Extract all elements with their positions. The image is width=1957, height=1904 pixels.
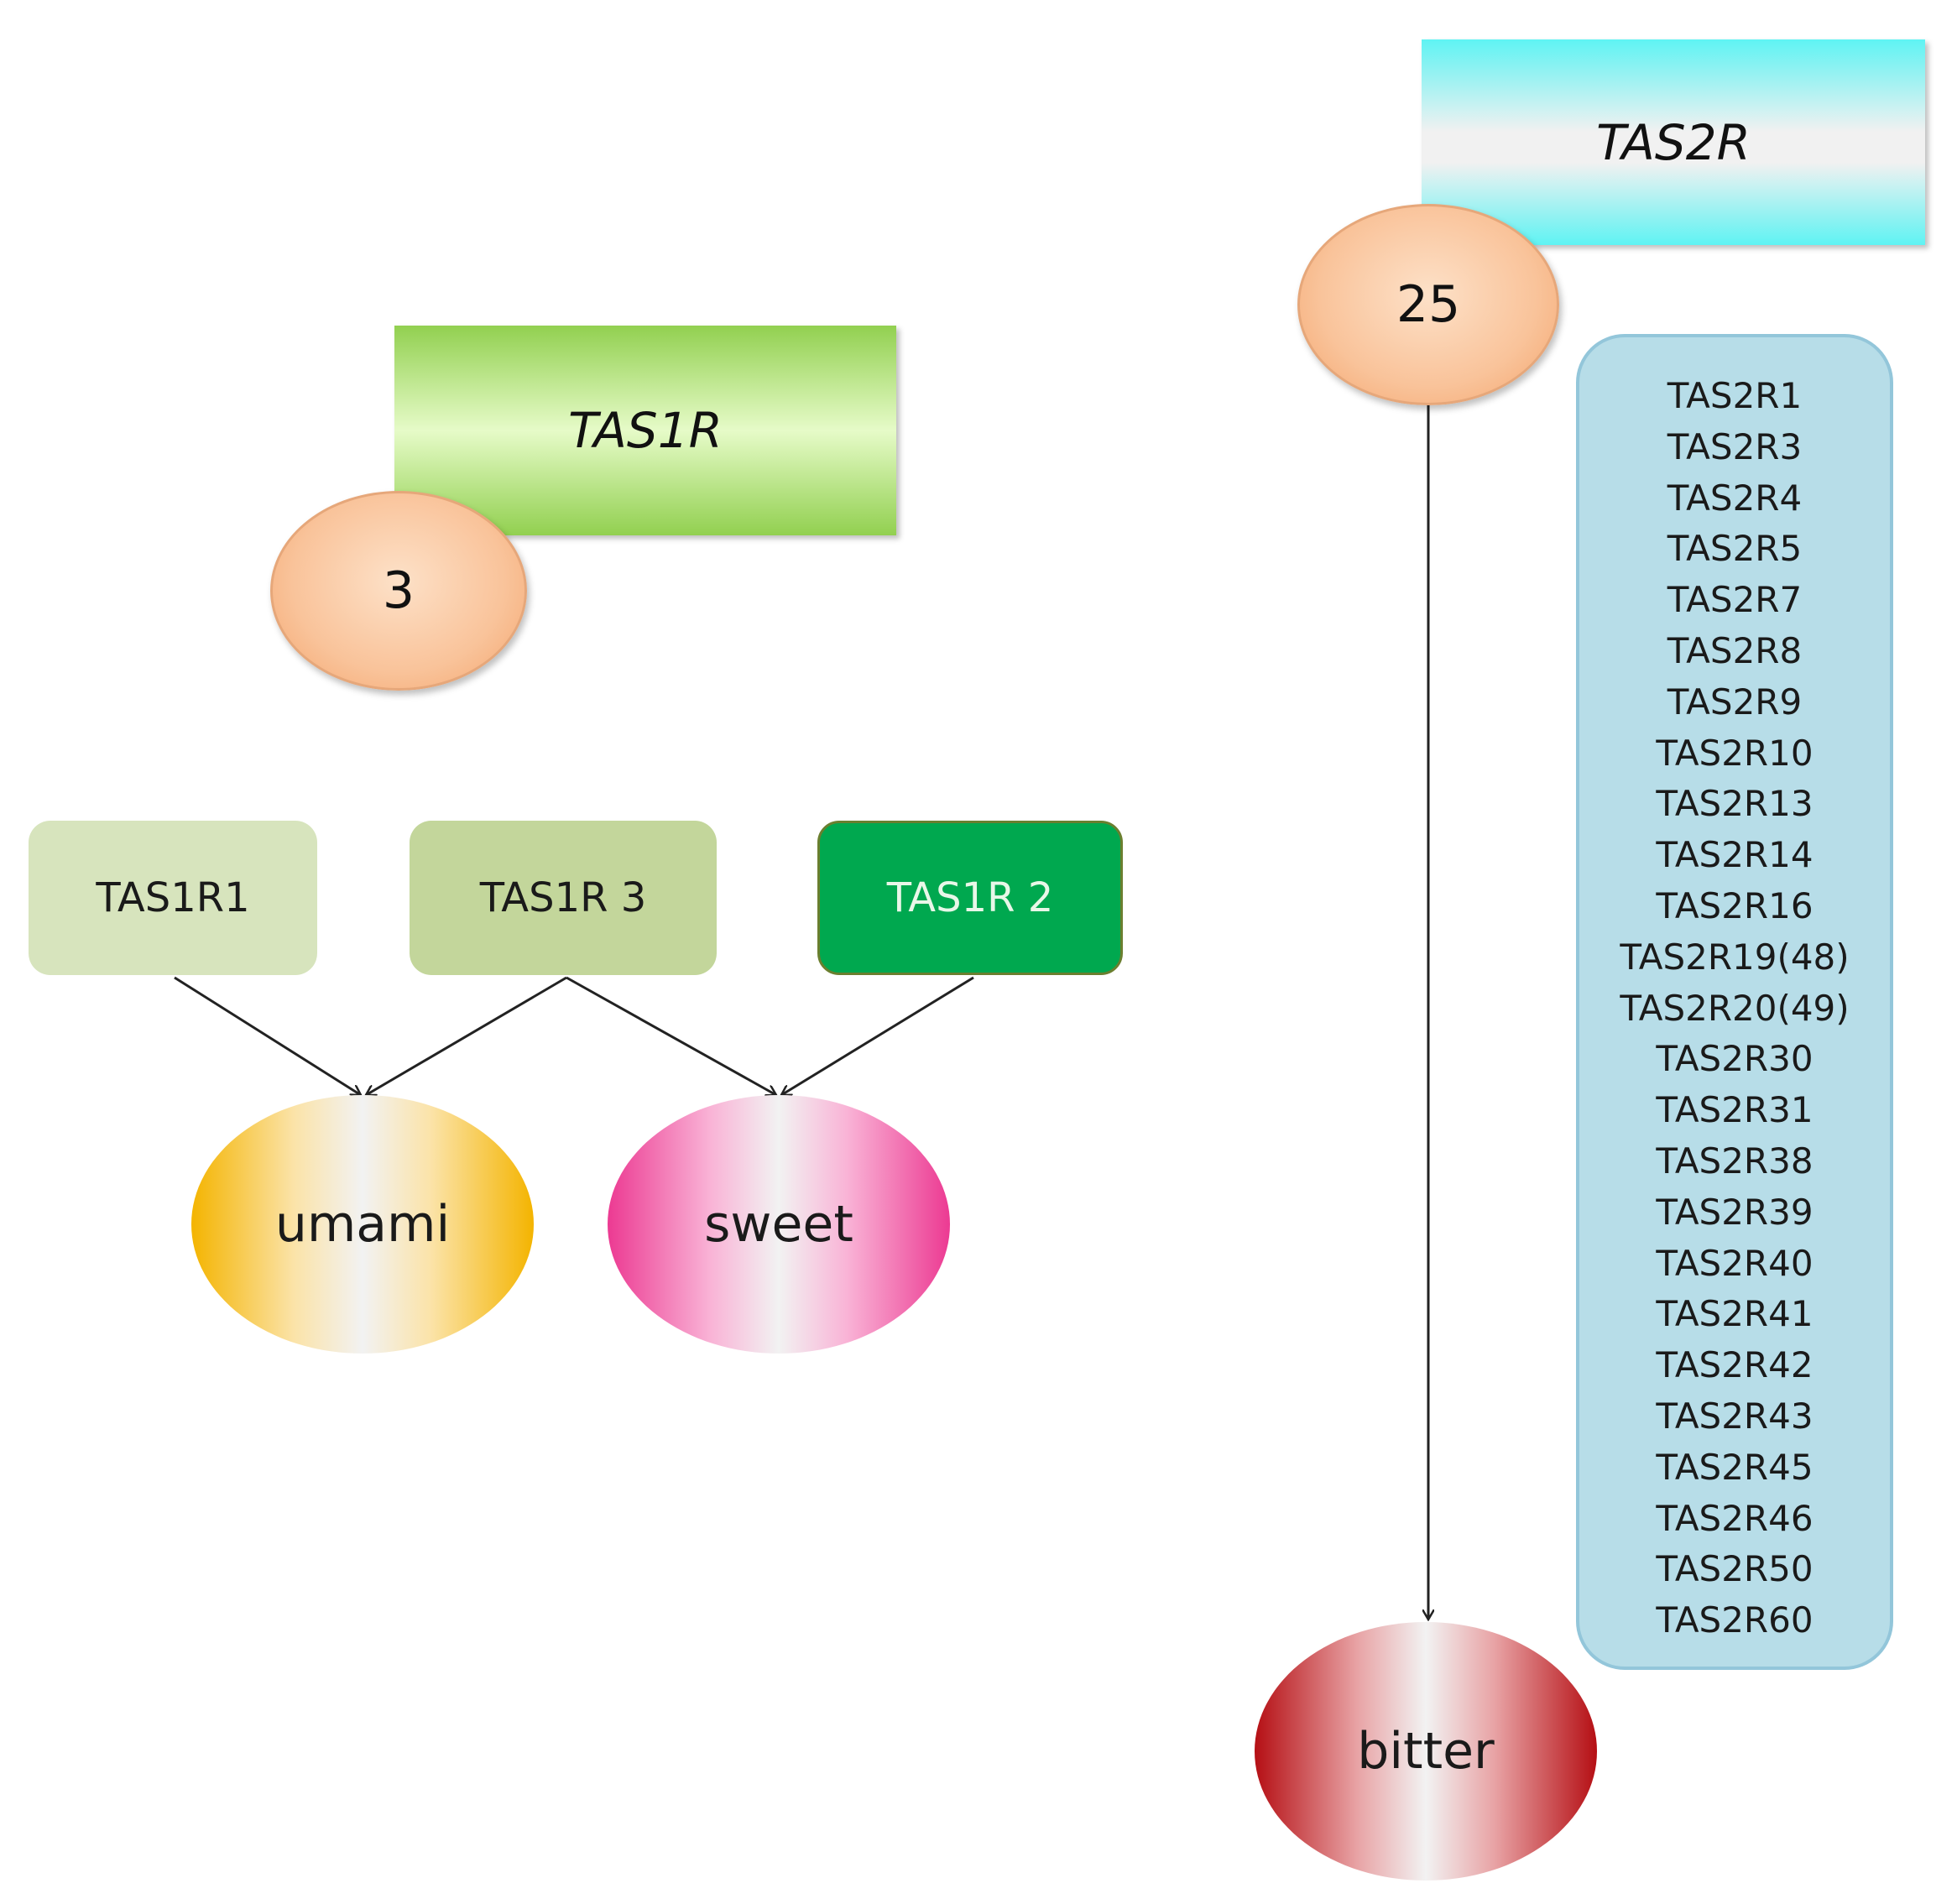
- tas2r-member: TAS2R50: [1656, 1548, 1813, 1590]
- tas2r-member: TAS2R20(49): [1620, 987, 1850, 1029]
- arrow-tas1r2-to-sweet: [781, 976, 974, 1095]
- tas2r-count: 25: [1396, 275, 1461, 334]
- arrow-tas1r1-to-umami: [174, 976, 361, 1095]
- tas2r-member: TAS2R10: [1656, 732, 1813, 774]
- tas2r-member: TAS2R39: [1656, 1191, 1813, 1233]
- tas1r-count: 3: [382, 561, 415, 620]
- tas2r-member: TAS2R60: [1656, 1599, 1813, 1641]
- tas2r-member: TAS2R13: [1656, 783, 1813, 825]
- tas2r-member: TAS2R16: [1656, 884, 1813, 926]
- subunit-tas1r3: TAS1R 3: [410, 821, 717, 975]
- subunit-tas1r2: TAS1R 2: [817, 821, 1123, 975]
- taste-sweet: sweet: [608, 1095, 950, 1354]
- tas1r-family-bar: TAS1R: [394, 326, 896, 535]
- subunit-tas1r1-label: TAS1R1: [96, 874, 250, 921]
- tas2r-member: TAS2R7: [1667, 579, 1803, 621]
- tas2r-member: TAS2R1: [1667, 375, 1803, 416]
- tas2r-member: TAS2R3: [1667, 425, 1803, 467]
- tas2r-member: TAS2R46: [1656, 1497, 1813, 1539]
- subunit-tas1r1: TAS1R1: [29, 821, 317, 975]
- tas2r-family-bar: TAS2R: [1422, 39, 1925, 245]
- arrow-tas1r3-to-sweet: [566, 976, 776, 1095]
- tas2r-member: TAS2R40: [1656, 1242, 1813, 1284]
- tas2r-member: TAS2R30: [1656, 1038, 1813, 1080]
- subunit-tas1r3-label: TAS1R 3: [479, 874, 647, 921]
- tas2r-member: TAS2R5: [1667, 528, 1803, 570]
- tas2r-member: TAS2R45: [1656, 1446, 1813, 1488]
- taste-umami: umami: [191, 1095, 534, 1354]
- tas1r-family-label: TAS1R: [568, 402, 723, 459]
- tas2r-member: TAS2R43: [1656, 1395, 1813, 1437]
- taste-umami-label: umami: [274, 1195, 451, 1254]
- subunit-tas1r2-label: TAS1R 2: [886, 874, 1054, 921]
- tas2r-member: TAS2R9: [1667, 681, 1803, 722]
- tas2r-member: TAS2R38: [1656, 1140, 1813, 1182]
- tas2r-family-label: TAS2R: [1596, 113, 1751, 171]
- tas2r-member: TAS2R41: [1656, 1293, 1813, 1335]
- tas2r-member-list: TAS2R1 TAS2R3 TAS2R4 TAS2R5 TAS2R7 TAS2R…: [1576, 334, 1893, 1670]
- tas2r-member: TAS2R14: [1656, 834, 1813, 876]
- taste-bitter-label: bitter: [1357, 1722, 1495, 1781]
- taste-bitter: bitter: [1255, 1622, 1597, 1881]
- tas1r-count-bubble: 3: [270, 491, 527, 691]
- tas2r-member: TAS2R31: [1656, 1089, 1813, 1131]
- tas2r-member: TAS2R4: [1667, 477, 1803, 519]
- tas2r-member: TAS2R8: [1667, 629, 1803, 671]
- arrow-tas1r3-to-umami: [366, 976, 567, 1097]
- tas2r-member: TAS2R19(48): [1620, 936, 1850, 978]
- tas2r-count-bubble: 25: [1297, 204, 1559, 405]
- tas2r-member: TAS2R42: [1656, 1344, 1813, 1386]
- taste-sweet-label: sweet: [704, 1195, 853, 1254]
